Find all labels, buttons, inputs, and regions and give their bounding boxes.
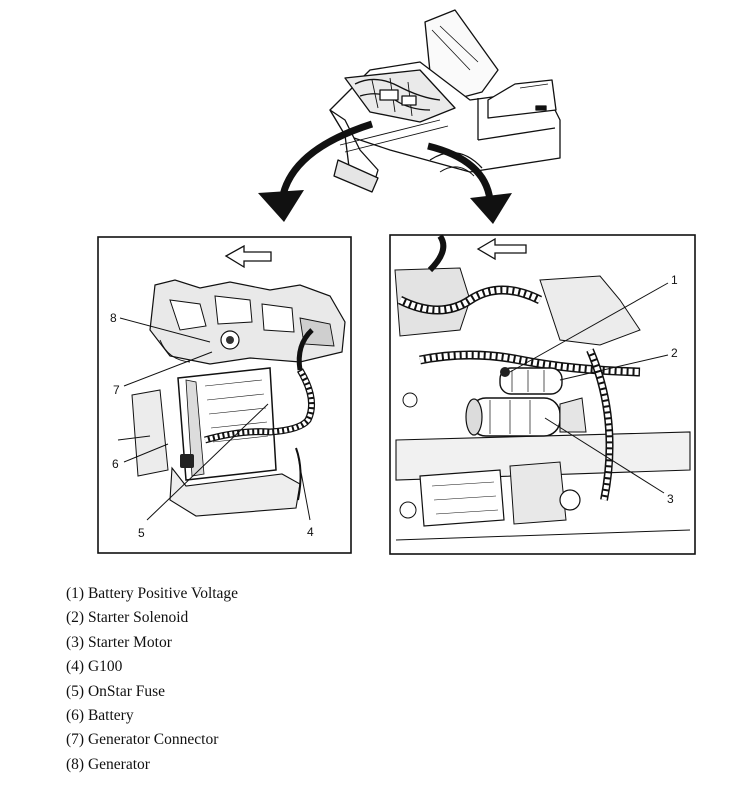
legend-number: (2) [66, 609, 85, 627]
legend-item-starter-solenoid: (2) Starter Solenoid [66, 606, 238, 630]
legend-item-battery: (6) Battery [66, 704, 238, 728]
legend-item-battery-positive-voltage: (1) Battery Positive Voltage [66, 582, 238, 606]
legend-number: (1) [66, 585, 85, 602]
legend-label: OnStar Fuse [87, 682, 166, 700]
legend-number: (8) [66, 755, 85, 773]
legend-label: G100 [87, 658, 123, 676]
callout-5: 5 [138, 526, 145, 540]
legend-item-starter-motor: (3) Starter Motor [66, 631, 238, 655]
right-detail-view: 1 2 3 [389, 234, 696, 555]
callout-8: 8 [110, 311, 117, 325]
left-detail-view: 8 7 6 5 4 [97, 236, 352, 554]
component-legend: (1) Battery Positive Voltage (2) Starter… [66, 582, 238, 777]
legend-item-generator-connector: (7) Generator Connector [66, 728, 238, 752]
forward-direction-arrow [224, 244, 272, 269]
legend-number: (6) [66, 707, 85, 725]
legend-label: Generator [87, 755, 150, 773]
legend-item-generator: (8) Generator [66, 753, 238, 777]
legend-label: Starter Solenoid [87, 609, 189, 627]
legend-label: Battery [87, 707, 134, 725]
callout-6: 6 [112, 457, 119, 471]
legend-item-g100: (4) G100 [66, 655, 238, 679]
forward-direction-arrow [476, 237, 527, 261]
callout-arrows-to-views [258, 120, 512, 224]
callout-7: 7 [113, 383, 120, 397]
legend-label: Starter Motor [87, 633, 172, 651]
legend-number: (7) [66, 731, 85, 749]
callout-4: 4 [307, 525, 314, 539]
legend-label: Generator Connector [87, 731, 219, 749]
callout-1: 1 [671, 273, 678, 287]
legend-number: (5) [66, 682, 85, 700]
callout-3: 3 [667, 492, 674, 506]
legend-number: (4) [66, 658, 85, 676]
vehicle-overview-illustration [329, 9, 561, 193]
legend-number: (3) [66, 633, 85, 651]
legend-label: Battery Positive Voltage [87, 585, 239, 602]
engine-compartment-diagram: 8 7 6 5 4 [97, 9, 696, 555]
legend-item-onstar-fuse: (5) OnStar Fuse [66, 680, 238, 704]
callout-2: 2 [671, 346, 678, 360]
